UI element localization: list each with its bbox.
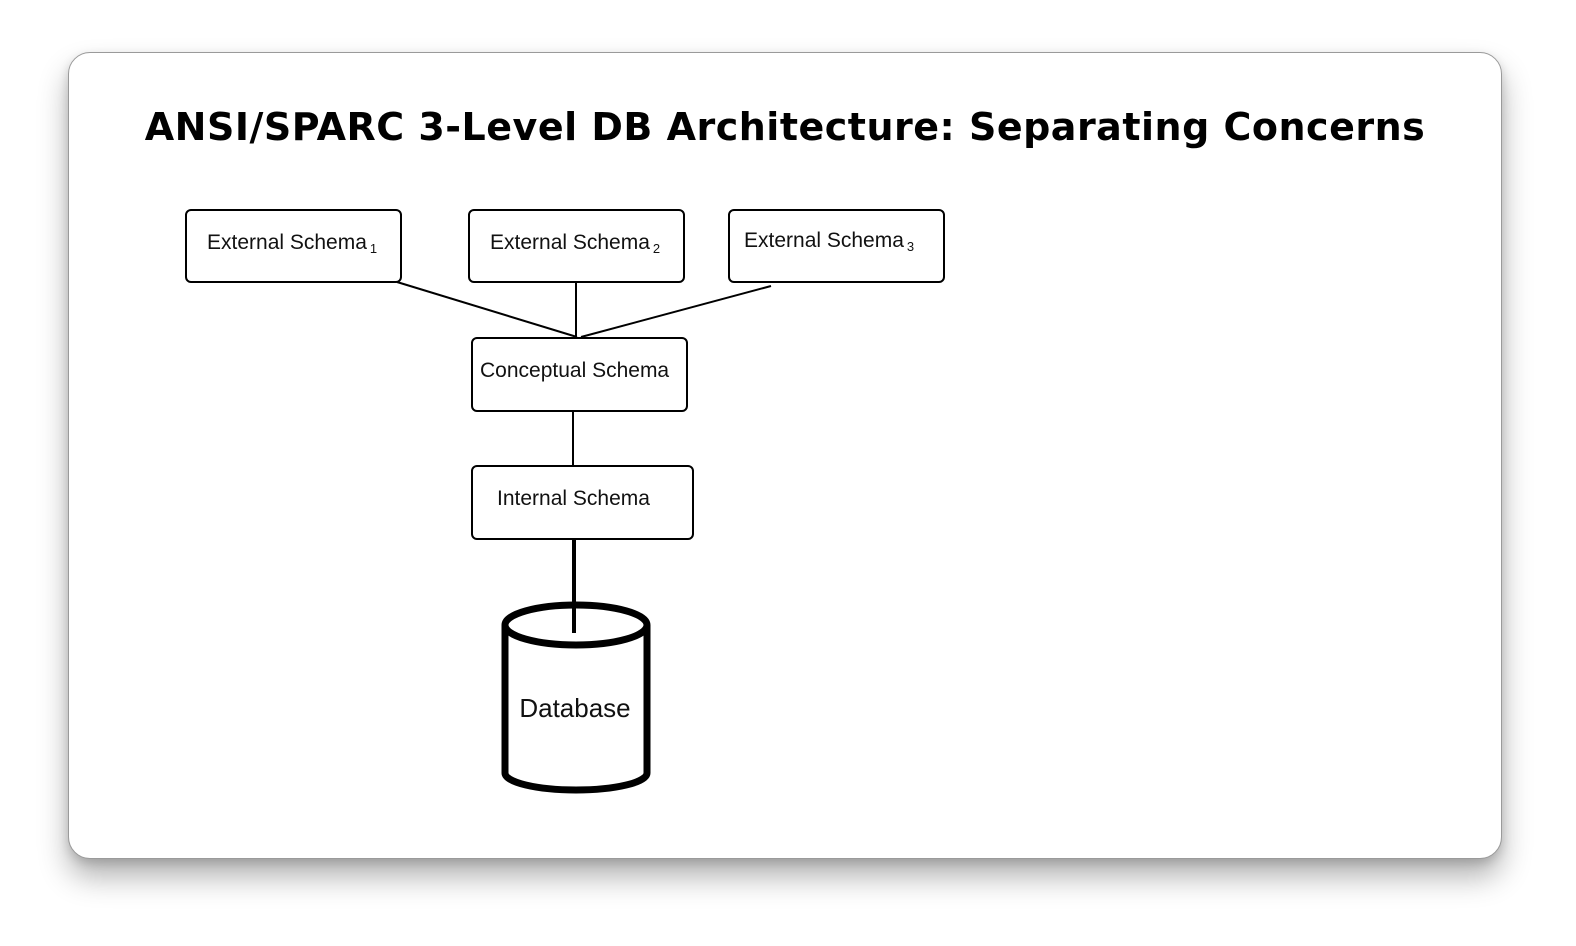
connector-external-1 — [396, 281, 578, 338]
conceptual-schema-box: Conceptual Schema — [471, 337, 688, 412]
slide-card: ANSI/SPARC 3-Level DB Architecture: Sepa… — [68, 52, 1502, 859]
internal-schema-box: Internal Schema — [471, 465, 694, 540]
connector-external-3 — [580, 285, 772, 338]
internal-schema-label: Internal Schema — [497, 487, 650, 510]
slide-title: ANSI/SPARC 3-Level DB Architecture: Sepa… — [144, 105, 1426, 149]
database-label: Database — [519, 693, 631, 723]
diagram-connectors — [396, 281, 772, 794]
conceptual-schema-label: Conceptual Schema — [480, 359, 670, 382]
